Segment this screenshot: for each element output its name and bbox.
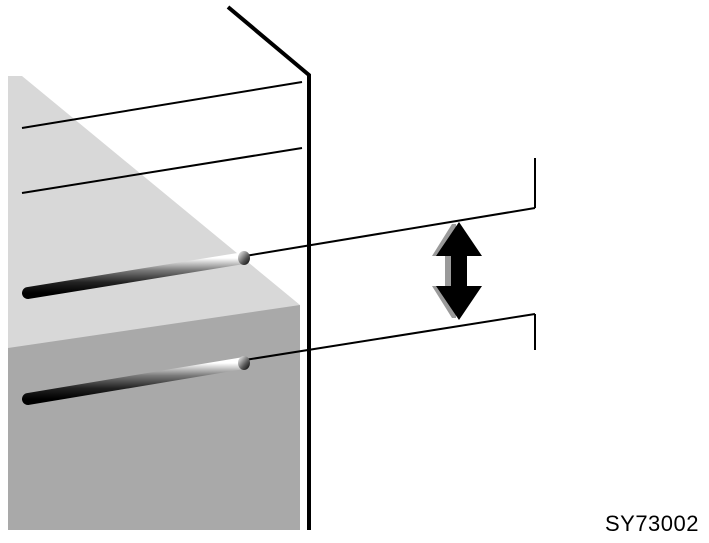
upper-rod-body: [22, 252, 250, 299]
figure-code: SY73002: [604, 511, 699, 536]
upper-rod-tip: [238, 251, 250, 265]
shaded-panel: [8, 76, 300, 530]
lower-extension-line: [244, 313, 536, 361]
upper-rod: [22, 207, 536, 299]
panel-light-face: [8, 76, 300, 348]
vertical-edge-line: [226, 5, 311, 530]
guide-line-2: [21, 147, 303, 194]
lower-rod-body: [22, 357, 250, 405]
lower-rod-tip: [238, 356, 250, 370]
double-arrow-icon: [432, 222, 482, 320]
guide-line-1: [21, 81, 303, 129]
double-arrow-body: [436, 222, 482, 320]
lower-rod: [22, 313, 536, 405]
upper-extension-line: [244, 207, 536, 257]
